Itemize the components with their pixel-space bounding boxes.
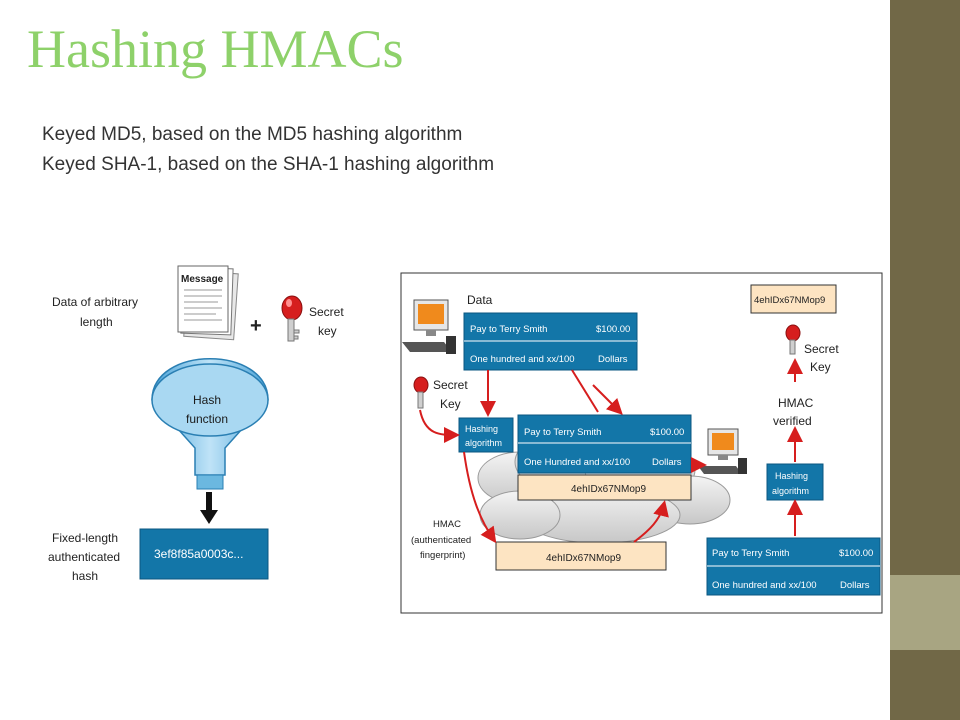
slide-background [0,0,890,720]
slide-title: Hashing HMACs [27,19,404,79]
sidebar-band-bottom [890,650,960,720]
sidebar-band-middle [890,575,960,650]
sidebar-band-top [890,0,960,575]
bullet-keyed-sha1: Keyed SHA-1, based on the SHA-1 hashing … [42,154,495,175]
bullet-keyed-md5: Keyed MD5, based on the MD5 hashing algo… [42,124,463,145]
